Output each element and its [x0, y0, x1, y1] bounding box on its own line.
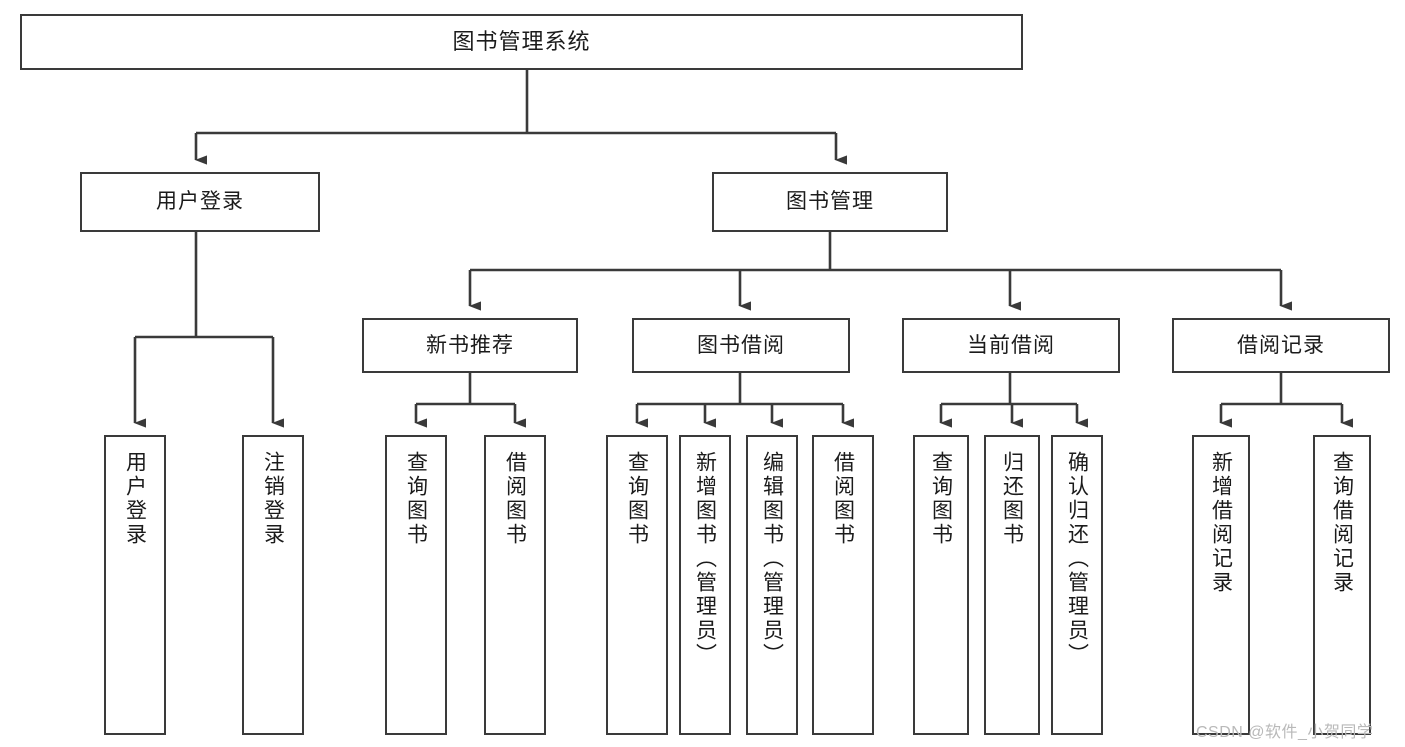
leaf-query-book-recommend[interactable]: 查询图书: [385, 435, 447, 735]
leaf-query-borrow-record[interactable]: 查询借阅记录: [1313, 435, 1371, 735]
node-label: 编辑图书（管理员）: [760, 451, 784, 667]
node-label: 用户登录: [123, 451, 147, 547]
node-label: 归还图书: [1000, 451, 1024, 547]
node-label: 查询图书: [929, 451, 953, 547]
node-label: 图书借阅: [697, 333, 785, 357]
node-label: 注销登录: [261, 451, 285, 547]
node-label: 确认归还（管理员）: [1065, 451, 1089, 667]
node-root-system[interactable]: 图书管理系统: [20, 14, 1023, 70]
watermark-csdn: CSDN @软件_小贺同学: [1196, 724, 1374, 741]
node-label: 新增借阅记录: [1209, 451, 1233, 595]
node-label: 新书推荐: [426, 333, 514, 357]
node-label: 图书管理: [786, 190, 874, 214]
node-book-management[interactable]: 图书管理: [712, 172, 948, 232]
node-current-borrow[interactable]: 当前借阅: [902, 318, 1120, 373]
node-label: 当前借阅: [967, 333, 1055, 357]
leaf-edit-book-admin[interactable]: 编辑图书（管理员）: [746, 435, 798, 735]
node-new-book-recommend[interactable]: 新书推荐: [362, 318, 578, 373]
node-label: 图书管理系统: [452, 28, 591, 54]
leaf-user-logout[interactable]: 注销登录: [242, 435, 304, 735]
node-book-borrow[interactable]: 图书借阅: [632, 318, 850, 373]
leaf-query-book[interactable]: 查询图书: [606, 435, 668, 735]
leaf-user-login[interactable]: 用户登录: [104, 435, 166, 735]
leaf-borrow-book-recommend[interactable]: 借阅图书: [484, 435, 546, 735]
node-label: 查询借阅记录: [1330, 451, 1354, 595]
node-label: 借阅图书: [503, 451, 527, 547]
leaf-borrow-book[interactable]: 借阅图书: [812, 435, 874, 735]
leaf-add-book-admin[interactable]: 新增图书（管理员）: [679, 435, 731, 735]
leaf-return-book[interactable]: 归还图书: [984, 435, 1040, 735]
node-label: 查询图书: [625, 451, 649, 547]
leaf-query-book-current[interactable]: 查询图书: [913, 435, 969, 735]
node-borrow-record[interactable]: 借阅记录: [1172, 318, 1390, 373]
leaf-confirm-return-admin[interactable]: 确认归还（管理员）: [1051, 435, 1103, 735]
node-label: 用户登录: [156, 190, 244, 214]
node-label: 查询图书: [404, 451, 428, 547]
node-label: 新增图书（管理员）: [693, 451, 717, 667]
node-label: 借阅记录: [1237, 333, 1325, 357]
node-label: 借阅图书: [831, 451, 855, 547]
leaf-add-borrow-record[interactable]: 新增借阅记录: [1192, 435, 1250, 735]
node-user-login[interactable]: 用户登录: [80, 172, 320, 232]
